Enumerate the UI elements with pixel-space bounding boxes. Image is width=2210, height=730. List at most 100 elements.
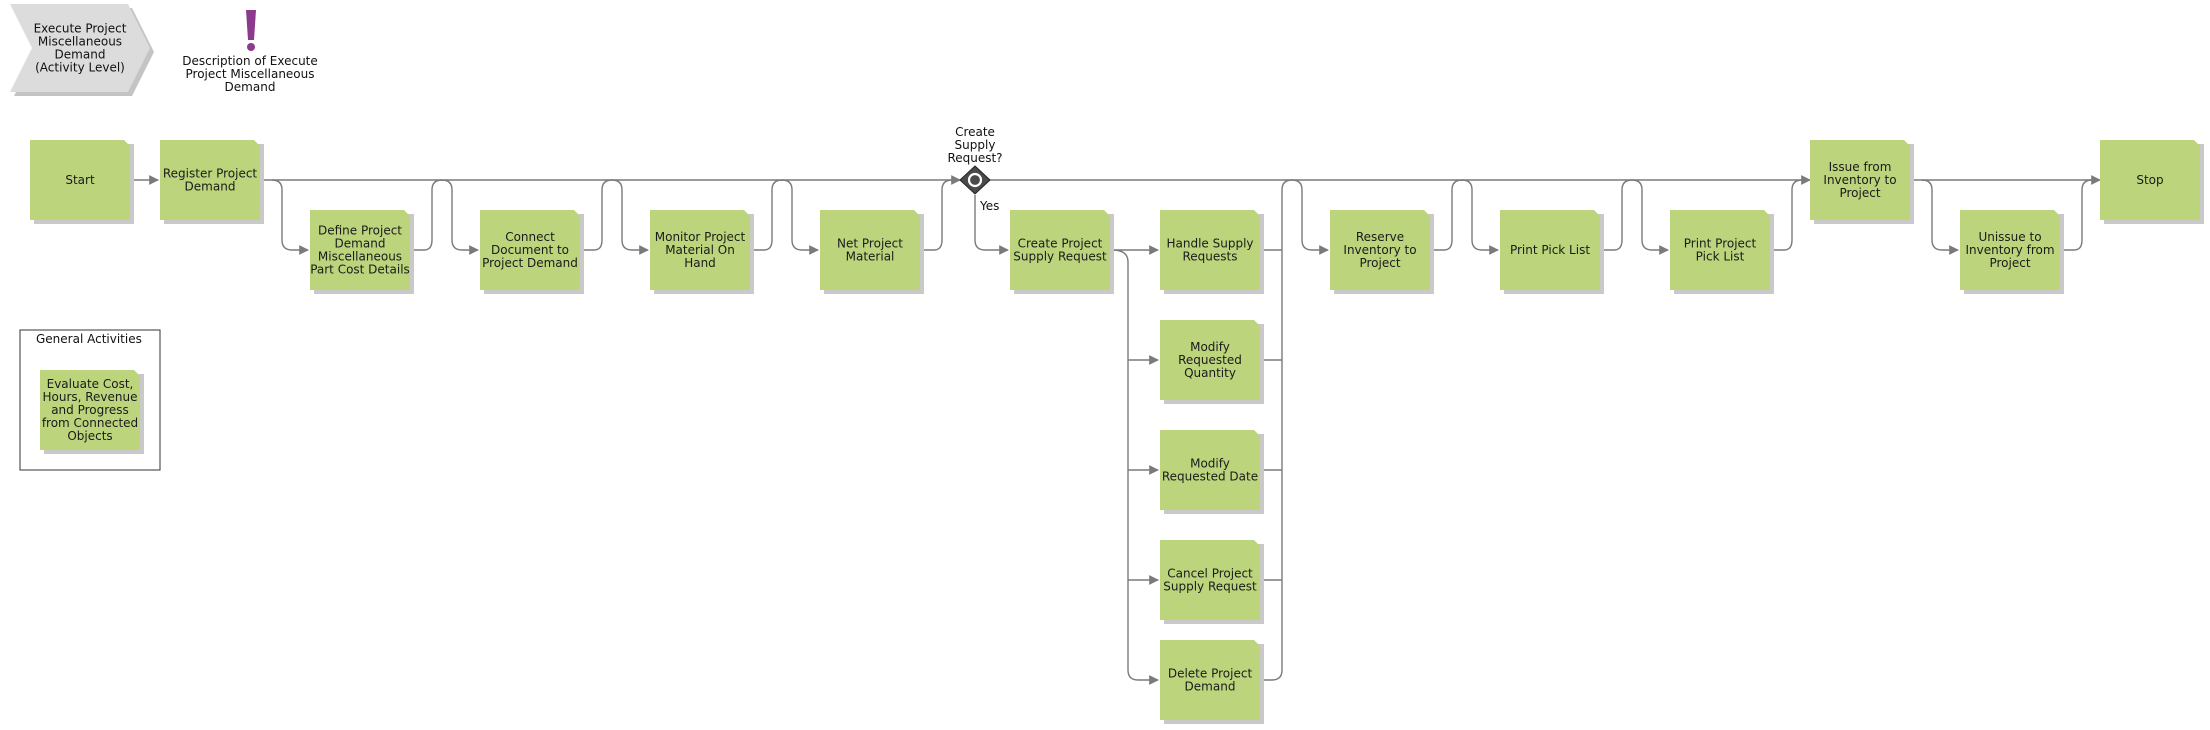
- activity-box: [1960, 210, 2060, 290]
- label-line: Demand: [185, 180, 236, 194]
- label-line: Execute Project: [34, 22, 127, 36]
- label-line: Description of Execute: [182, 54, 318, 68]
- chevron-shape: [10, 4, 150, 92]
- label-line: Project: [1359, 256, 1400, 270]
- label-line: Cancel Project: [1167, 567, 1253, 581]
- activity-box: [1810, 140, 1910, 220]
- label-line: Project Miscellaneous: [186, 67, 315, 81]
- label-line: Register Project: [163, 167, 258, 181]
- activity-box: [1670, 210, 1770, 290]
- gateway-circle-icon: [967, 172, 983, 188]
- connector-rejoin-unissue: [2062, 179, 2093, 251]
- activity-start[interactable]: Start: [30, 140, 134, 224]
- label-line: Hours, Revenue: [42, 390, 137, 404]
- label-line: Demand: [1185, 680, 1236, 694]
- label-line: Handle Supply: [1166, 237, 1253, 251]
- activity-box: [40, 370, 140, 450]
- label-line: Define Project: [318, 224, 402, 238]
- connector-rejoin-connect: [582, 179, 613, 251]
- activity-box: [1160, 640, 1260, 720]
- connector-lines: [132, 175, 2101, 685]
- activity-print-pick-list[interactable]: Print Pick List: [1500, 210, 1604, 294]
- label-line: Demand: [55, 48, 106, 62]
- connector-fanin-vertical: [1262, 179, 1293, 681]
- activity-box: [310, 210, 410, 290]
- label-line: Supply Request: [1013, 250, 1107, 264]
- activity-box: [1160, 540, 1260, 620]
- label-line: Inventory to: [1823, 173, 1896, 187]
- activity-stop[interactable]: Stop: [2100, 140, 2204, 224]
- activity-box: [1160, 430, 1260, 510]
- activity-box: [820, 210, 920, 290]
- label-line: Miscellaneous: [38, 35, 122, 49]
- label-line: Miscellaneous: [318, 250, 402, 264]
- label-line: from Connected: [42, 416, 138, 430]
- activity-box: [1010, 210, 1110, 290]
- label-line: Project: [1839, 186, 1880, 200]
- label-line: Part Cost Details: [310, 263, 410, 277]
- label-line: Supply: [955, 138, 996, 152]
- label-line: Project: [1989, 256, 2030, 270]
- label-line: Demand: [335, 237, 386, 251]
- label-line: Objects: [67, 429, 112, 443]
- label-line: Start: [65, 173, 95, 187]
- label-line: Modify: [1190, 340, 1230, 354]
- general-activities-box: General Activities Evaluate Cost,Hours, …: [19, 329, 161, 471]
- label-line: Print Pick List: [1510, 243, 1590, 257]
- activity-label: Print Pick List: [1510, 243, 1590, 257]
- connector-branch-define: [271, 179, 309, 255]
- label-line: Reserve: [1356, 230, 1404, 244]
- connector-rejoin-define: [412, 179, 443, 251]
- activity-label: Start: [65, 173, 95, 187]
- label-line: Create Project: [1018, 237, 1103, 251]
- label-line: Supply Request: [1163, 580, 1257, 594]
- label-line: Requested Date: [1162, 470, 1258, 484]
- exclamation-icon: [246, 10, 256, 40]
- connector-branch-print-project: [1631, 179, 1669, 255]
- connector-fanout-vertical: [1111, 249, 1139, 681]
- label-line: Material On: [665, 243, 735, 257]
- connector-rejoin-print-project: [1772, 179, 1803, 251]
- activity-box: [650, 210, 750, 290]
- label-line: Inventory from: [1965, 243, 2054, 257]
- label-line: Material: [846, 250, 895, 264]
- label-line: Unissue to: [1978, 230, 2041, 244]
- connector-branch-connect: [441, 179, 479, 255]
- gateway-diamond: [959, 165, 991, 195]
- label-line: Requests: [1183, 250, 1238, 264]
